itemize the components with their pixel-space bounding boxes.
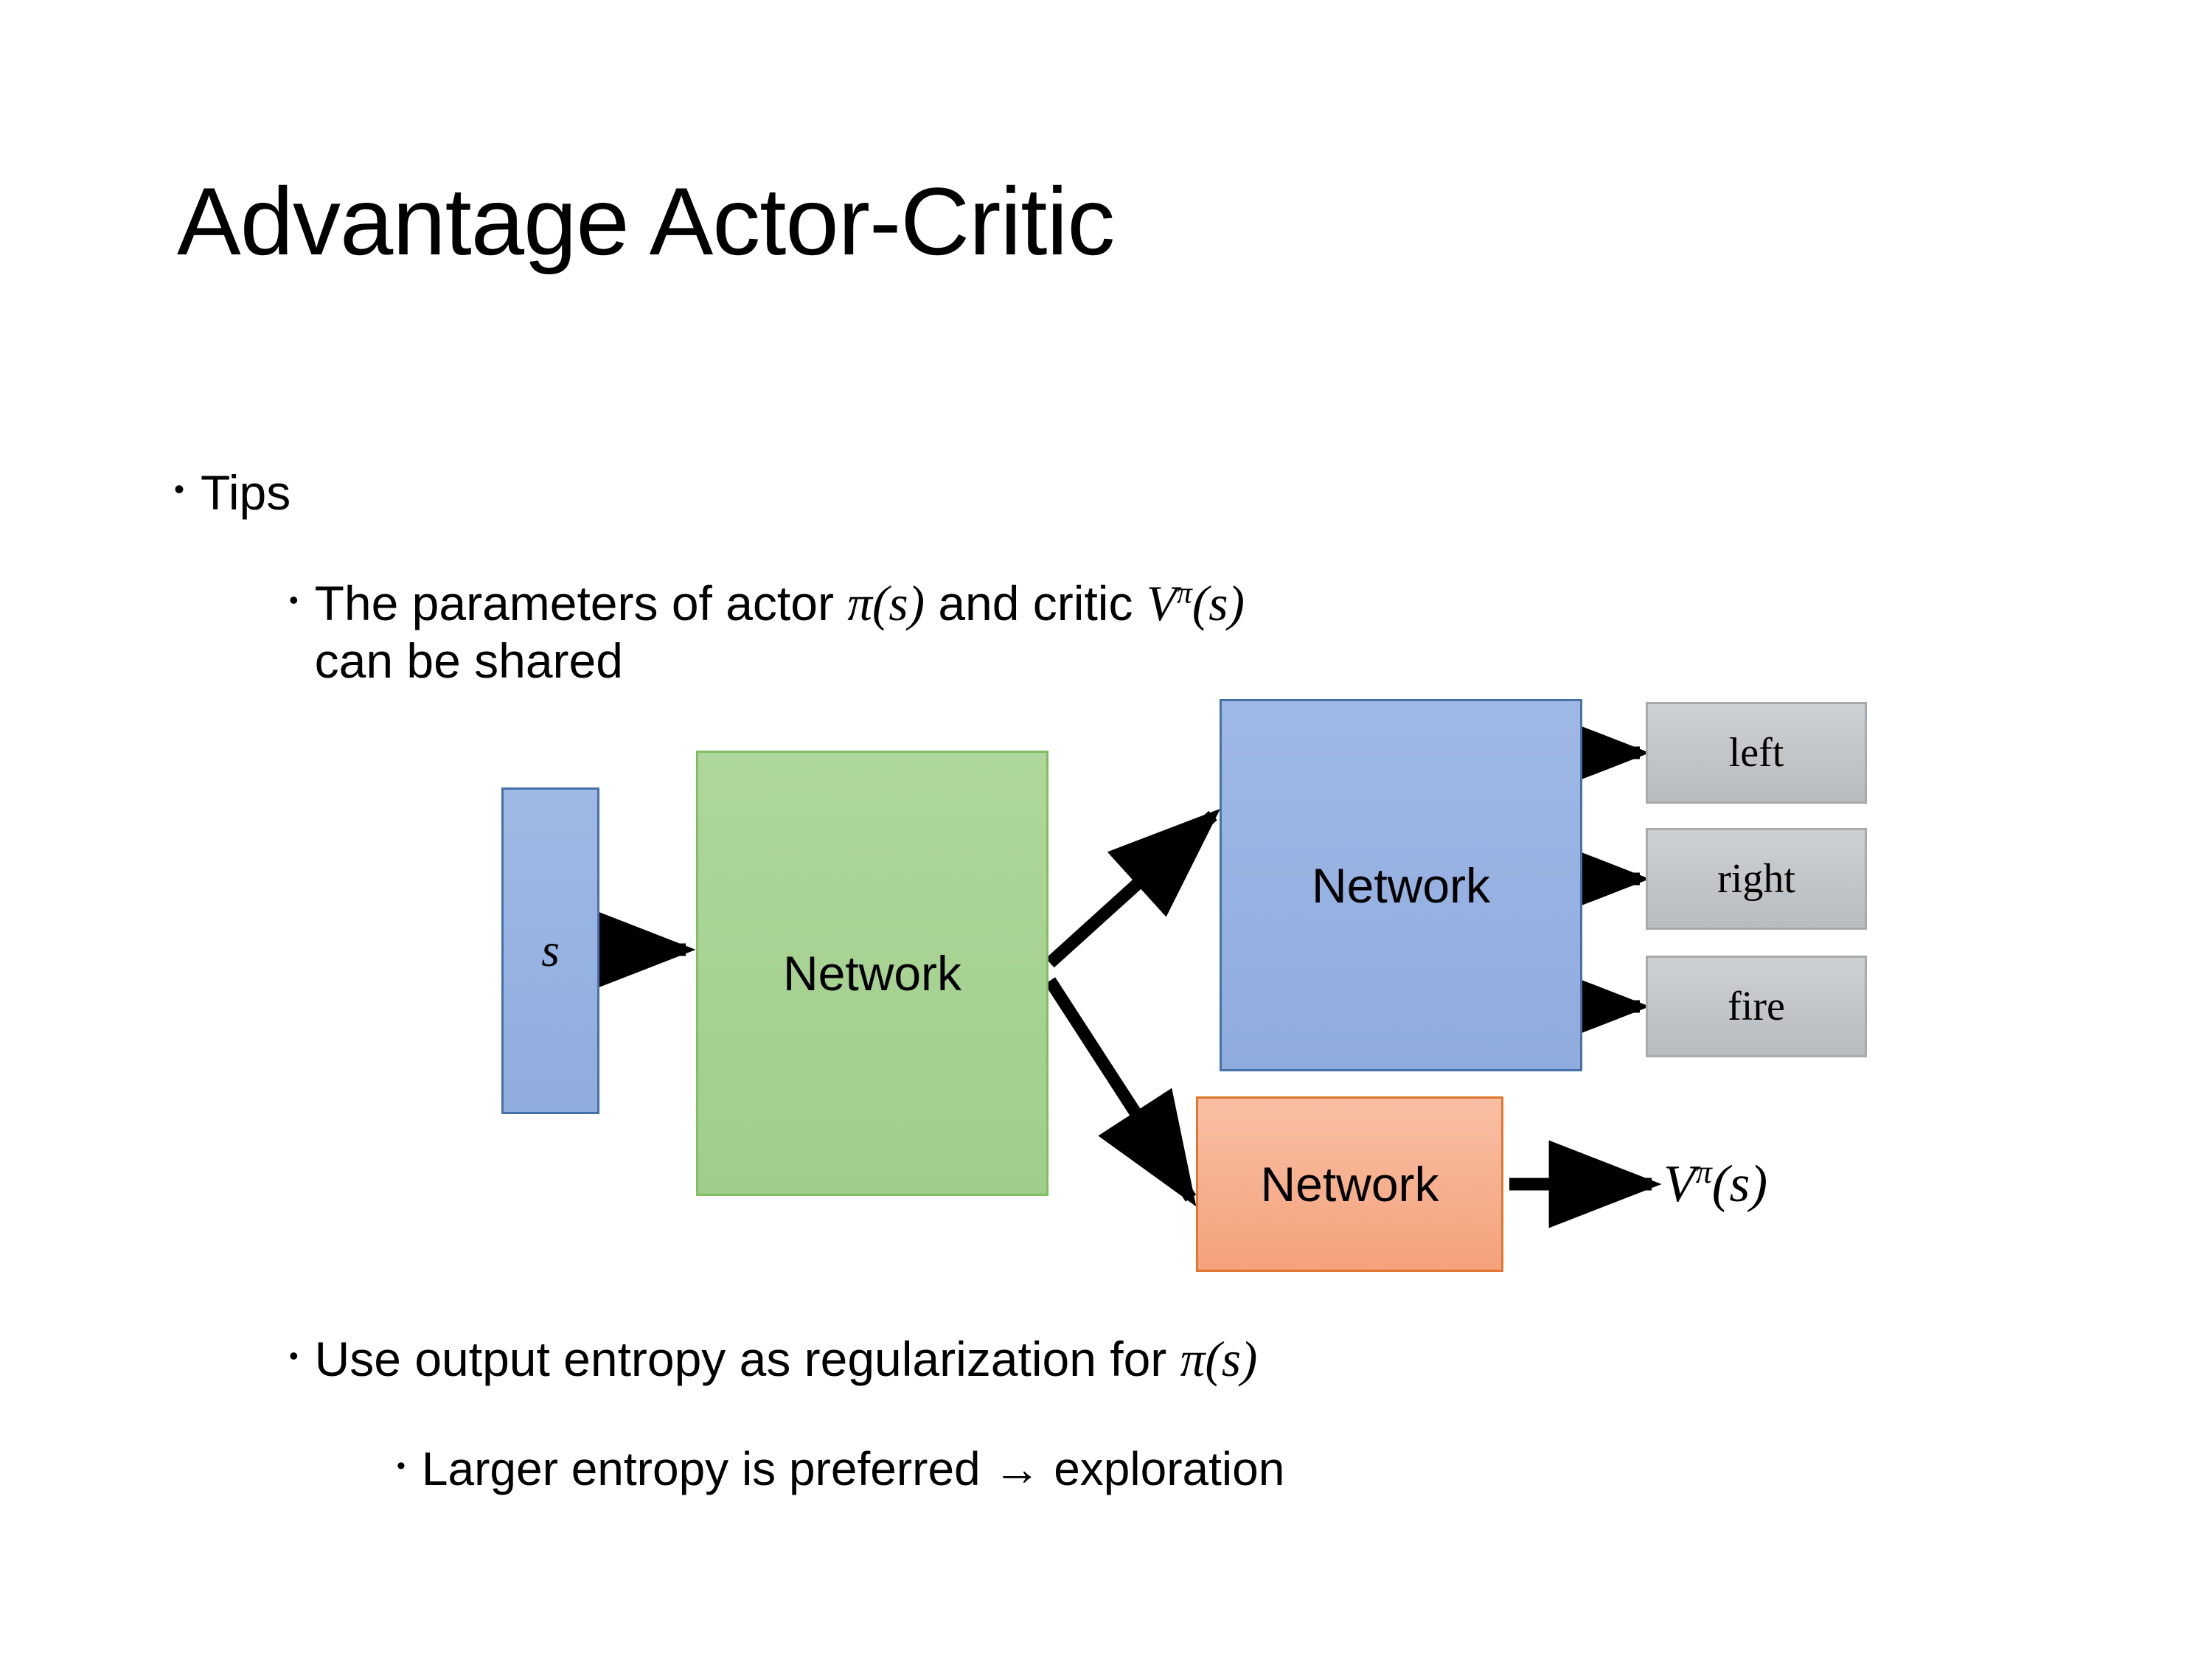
- bullet-shared-parameters-text: The parameters of actor π(s) and critic …: [315, 575, 2059, 689]
- action-output-fire: fire: [1646, 956, 1867, 1057]
- math-value-function: Vπ(s): [1663, 1155, 1767, 1213]
- bullet-entropy-text: Use output entropy as regularization for…: [315, 1331, 2059, 1388]
- bullet-tips-label: Tips: [201, 465, 291, 520]
- params-text-middle: and critic: [925, 576, 1147, 630]
- shared-network-box: Network: [696, 751, 1048, 1196]
- value-output-label: Vπ(s): [1663, 1154, 1767, 1214]
- math-critic-value: Vπ(s): [1147, 576, 1245, 631]
- value-argument: (s): [1711, 1155, 1768, 1213]
- state-input-label: s: [541, 925, 560, 976]
- action-output-right: right: [1646, 828, 1867, 930]
- value-base: V: [1663, 1155, 1696, 1213]
- state-input-box: s: [501, 787, 599, 1114]
- math-actor-policy: π(s): [847, 576, 925, 631]
- math-critic-argument: (s): [1192, 576, 1245, 631]
- actor-network-box: Network: [1220, 699, 1582, 1071]
- bullet-larger-entropy-label: Larger entropy is preferred → exploratio…: [421, 1442, 1285, 1495]
- shared-network-label: Network: [782, 946, 962, 1001]
- math-policy: π(s): [1180, 1332, 1258, 1387]
- bullet-entropy-regularization: • Use output entropy as regularization f…: [289, 1331, 2059, 1388]
- action-output-left-label: left: [1728, 730, 1784, 776]
- arrow-shared-to-critic: [1044, 977, 1197, 1207]
- bullet-tips: • Tips: [174, 465, 291, 521]
- math-critic-superscript: π: [1176, 576, 1192, 611]
- arrow-shared-to-actor: [1046, 808, 1221, 968]
- bullet-marker-icon: •: [289, 585, 299, 615]
- page-title: Advantage Actor-Critic: [177, 167, 1115, 275]
- value-superscript: π: [1695, 1154, 1712, 1191]
- bullet-marker-icon: •: [289, 1340, 299, 1371]
- bullet-larger-entropy: • Larger entropy is preferred → explorat…: [397, 1441, 2093, 1496]
- bullet-marker-icon: •: [397, 1452, 406, 1480]
- action-output-left: left: [1646, 702, 1867, 804]
- params-text-prefix: The parameters of actor: [314, 576, 848, 630]
- action-output-fire-label: fire: [1728, 984, 1785, 1029]
- critic-network-label: Network: [1260, 1157, 1439, 1211]
- entropy-text-prefix: Use output entropy as regularization for: [314, 1332, 1180, 1386]
- actor-network-label: Network: [1311, 858, 1491, 913]
- math-critic-base: V: [1146, 576, 1177, 631]
- action-output-right-label: right: [1717, 856, 1795, 902]
- params-text-line2: can be shared: [314, 633, 623, 689]
- bullet-marker-icon: •: [174, 473, 185, 506]
- bullet-shared-parameters: • The parameters of actor π(s) and criti…: [289, 575, 2059, 689]
- critic-network-box: Network: [1196, 1096, 1503, 1272]
